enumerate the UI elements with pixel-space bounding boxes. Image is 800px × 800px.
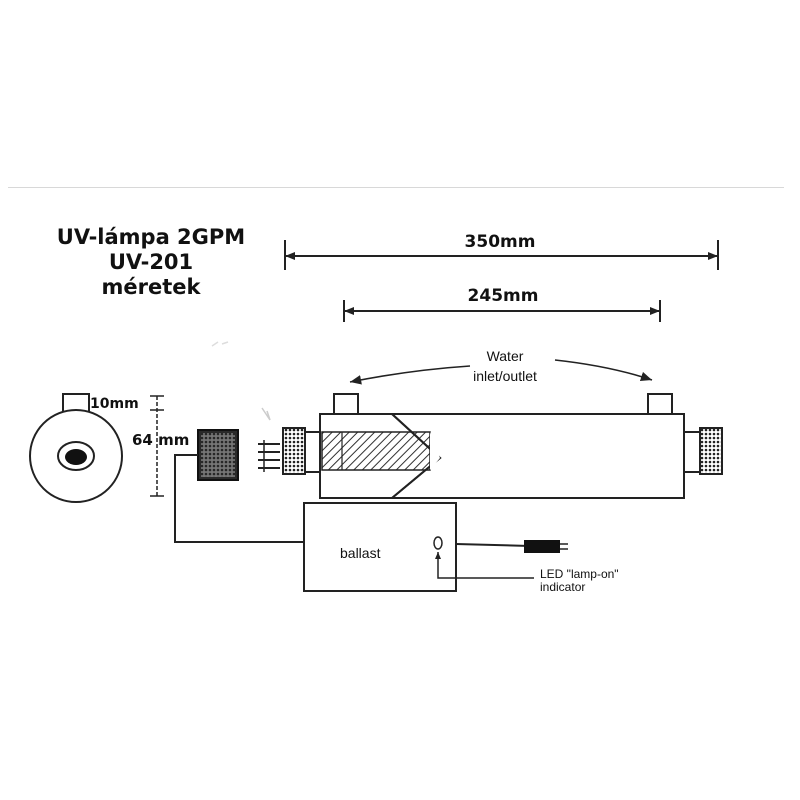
chamber-length-dimension bbox=[343, 300, 661, 322]
overall-length-label: 350mm bbox=[465, 232, 536, 252]
diameter-label: 64 mm bbox=[132, 431, 189, 449]
overall-length-dimension bbox=[284, 240, 719, 270]
lamp-wire bbox=[174, 454, 304, 543]
inlet-arrow bbox=[349, 365, 471, 385]
led-label-line-2: indicator bbox=[540, 580, 585, 594]
title-line-3: méretek bbox=[101, 275, 201, 299]
right-end-cap bbox=[699, 427, 723, 475]
power-cord bbox=[455, 543, 531, 547]
diagram-title: UV-lámpa 2GPM UV-201 méretek bbox=[36, 225, 266, 300]
faint-mark bbox=[211, 341, 229, 347]
ballast-box bbox=[303, 502, 457, 592]
end-view-core bbox=[65, 449, 87, 465]
port-height-label: 10mm bbox=[90, 396, 139, 412]
led-indicator bbox=[433, 536, 443, 550]
power-plug bbox=[524, 540, 560, 553]
water-label-line-1: Water bbox=[487, 348, 524, 364]
outlet-port bbox=[647, 393, 673, 415]
led-pointer-line bbox=[437, 552, 534, 579]
top-divider bbox=[8, 187, 784, 188]
left-end-cap bbox=[282, 427, 306, 475]
outlet-arrow bbox=[554, 359, 653, 382]
chamber-length-label: 245mm bbox=[468, 286, 539, 306]
led-label-line-1: LED "lamp-on" bbox=[540, 567, 619, 581]
title-line-2: UV-201 bbox=[108, 250, 194, 274]
title-line-1: UV-lámpa 2GPM bbox=[56, 225, 246, 249]
faint-arrow bbox=[261, 407, 271, 421]
water-label-line-2: inlet/outlet bbox=[473, 368, 537, 384]
uv-lamp-tube bbox=[321, 431, 431, 471]
inlet-port bbox=[333, 393, 359, 415]
end-view bbox=[29, 393, 123, 503]
height-dimension bbox=[150, 395, 164, 497]
ballast-label: ballast bbox=[340, 545, 381, 561]
